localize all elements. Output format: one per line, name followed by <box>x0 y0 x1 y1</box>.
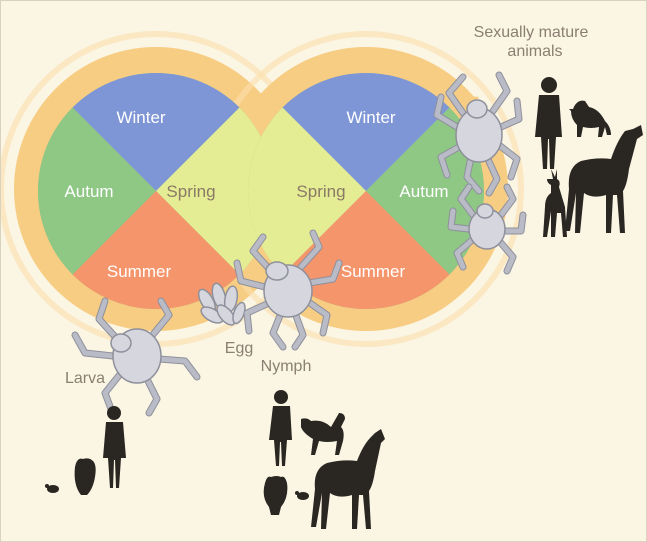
nymph-stage-label: Nymph <box>261 358 312 375</box>
adult-stage-label-line1: Sexually mature <box>474 24 589 41</box>
right-summer-label: Summer <box>341 262 406 281</box>
person-icon <box>103 406 126 488</box>
adult-stage-label-line2: animals <box>507 43 562 60</box>
left-summer-label: Summer <box>107 262 172 281</box>
owl-icon <box>264 476 288 515</box>
left-autumn-label: Autum <box>64 182 113 201</box>
right-winter-label: Winter <box>346 108 395 127</box>
person-icon <box>535 77 562 169</box>
right-spring-label: Spring <box>296 182 345 201</box>
left-spring-label: Spring <box>166 182 215 201</box>
dog-icon <box>301 413 345 455</box>
right-autumn-label: Autum <box>399 182 448 201</box>
left-winter-label: Winter <box>116 108 165 127</box>
larva-stage-label: Larva <box>65 370 105 387</box>
mouse-icon <box>45 484 59 493</box>
egg-stage-label: Egg <box>225 340 253 357</box>
mouse-icon <box>295 491 309 500</box>
person-icon <box>269 390 292 466</box>
dog-icon <box>569 101 611 137</box>
horse-icon <box>311 429 385 529</box>
deer-icon <box>543 169 567 237</box>
owl-icon <box>75 458 96 495</box>
horse-icon <box>565 125 643 233</box>
